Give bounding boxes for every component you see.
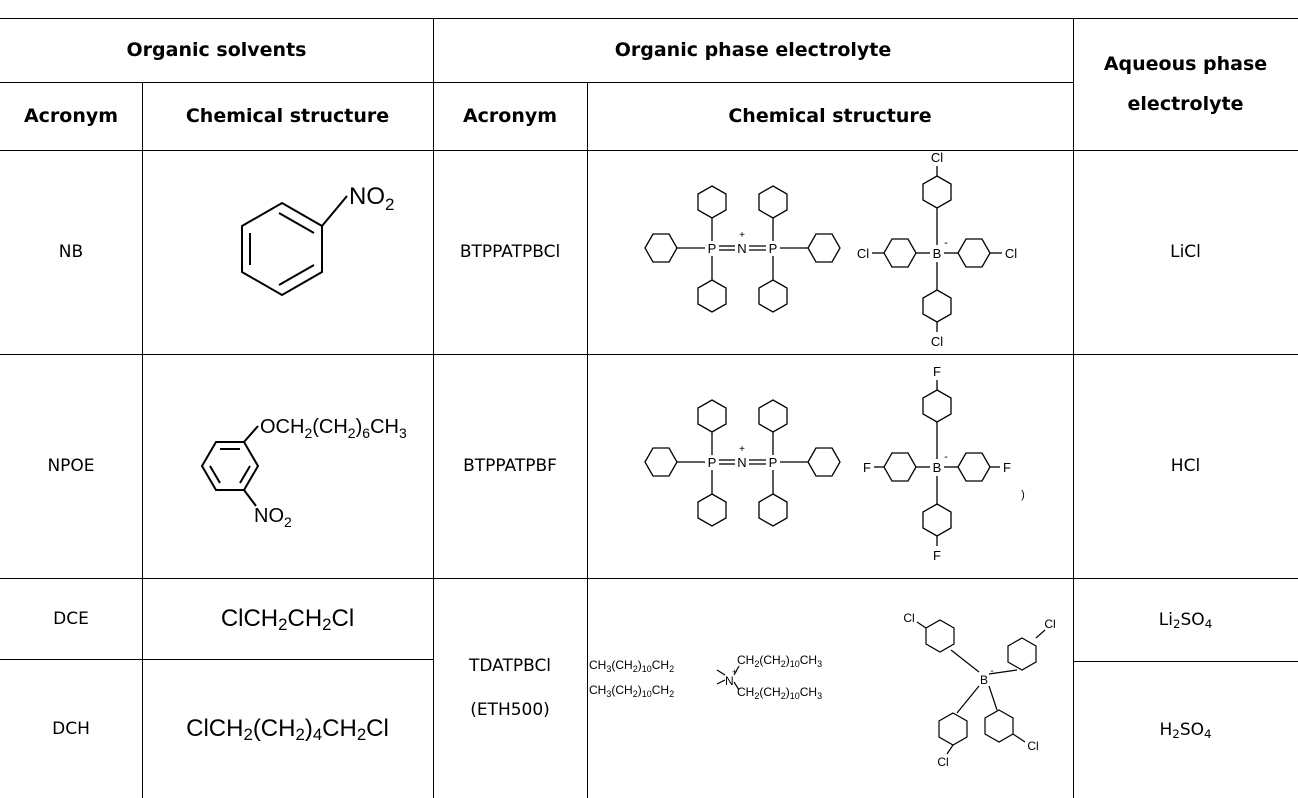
eth500-acronym-line1: TDATPBCl (468, 656, 552, 676)
ammonium-charge: + (732, 667, 737, 677)
table-rule (1073, 18, 1074, 798)
chlorine-label: Cl (1044, 617, 1055, 631)
header-acronym-solvent: Acronym (23, 105, 119, 127)
table-rule (433, 18, 434, 798)
eth500-structure: CH3(CH2)10CH2 CH3(CH2)10CH2 CH2(CH2)10CH… (589, 611, 1056, 769)
cell-acronym-dce: DCE (53, 608, 89, 629)
nitrobenzene-structure: NO2 (241, 183, 394, 297)
btppatpbcl-structure: P N P + B - Cl Cl Cl Cl (644, 150, 1017, 349)
header-organic-solvents: Organic solvents (126, 39, 307, 61)
nitrogen-label: N (737, 241, 746, 256)
phosphorus-label: P (708, 241, 717, 256)
cell-acronym-btppatpbf: BTPPATPBF (463, 456, 557, 476)
cell-acronym-npoe: NPOE (47, 456, 95, 476)
header-structure-electrolyte: Chemical structure (728, 105, 932, 127)
eth500-acronym-line2: (ETH500) (470, 700, 550, 720)
fluorine-label: F (863, 460, 871, 475)
phosphorus-label: P (708, 455, 717, 470)
alkyl-chain-label: CH2(CH2)10CH3 (737, 685, 822, 701)
table-rule (0, 18, 1298, 19)
cell-aqueous-h2so4: H2SO4 (1073, 661, 1298, 798)
octyloxy-group-label: OCH2(CH2)6CH3 (260, 416, 407, 441)
npoe-structure: OCH2(CH2)6CH3 NO2 (200, 416, 407, 530)
chlorine-label: Cl (931, 334, 943, 349)
alkyl-chain-label: CH2(CH2)10CH3 (737, 653, 822, 669)
chlorine-label: Cl (903, 611, 914, 625)
cell-structure-nb: NO2 (142, 150, 433, 354)
header-aqueous-line2: electrolyte (1127, 93, 1244, 115)
cell-structure-btppatpbcl: P N P + B - Cl Cl Cl Cl (587, 150, 1073, 354)
anion-charge: - (944, 237, 948, 249)
header-structure-solvent: Chemical structure (185, 105, 390, 127)
nitrogen-label: N (737, 455, 746, 470)
formula-h2so4: H2SO4 (1159, 719, 1212, 741)
table-rule (1073, 661, 1298, 662)
nitro-group-label: NO2 (254, 505, 292, 530)
boron-label: B (980, 673, 988, 687)
table-rule (587, 82, 588, 798)
alkyl-chain-label: CH3(CH2)10CH2 (589, 658, 674, 674)
alkyl-chain-label: CH3(CH2)10CH2 (589, 683, 674, 699)
chlorine-label: Cl (857, 246, 869, 261)
header-aqueous-phase-electrolyte: Aqueous phase electrolyte (1073, 18, 1298, 150)
formula-dch: ClCH2(CH2)4CH2Cl (186, 714, 389, 744)
header-aqueous-line1: Aqueous phase (1103, 53, 1268, 75)
boron-label: B (933, 460, 942, 475)
cell-acronym-btppatpbcl: BTPPATPBCl (459, 242, 561, 262)
cell-acronym-eth500: TDATPBCl (ETH500) (433, 578, 587, 798)
cation-charge: + (739, 230, 745, 241)
nitro-group-label: NO2 (349, 183, 394, 214)
cell-formula-dce: ClCH2CH2Cl (142, 578, 433, 659)
cell-structure-btppatpbf: P N P + B - F F F F ) (587, 354, 1073, 578)
table-rule (0, 150, 1298, 151)
table-rule (0, 82, 1073, 83)
fluorine-label: F (933, 364, 941, 379)
fluorine-label: F (933, 548, 941, 563)
btppatpbf-structure: P N P + B - F F F F ) (644, 364, 1025, 563)
chlorine-label: Cl (1027, 739, 1038, 753)
cell-acronym-dch: DCH (52, 718, 90, 739)
table-rule (0, 578, 1298, 579)
boron-label: B (933, 246, 942, 261)
cell-formula-dch: ClCH2(CH2)4CH2Cl (142, 659, 433, 798)
anion-charge: - (990, 666, 993, 677)
formula-li2so4: Li2SO4 (1158, 609, 1213, 631)
stray-mark: ) (1021, 489, 1025, 501)
cell-acronym-nb: NB (58, 242, 84, 262)
chlorine-label: Cl (931, 150, 943, 165)
formula-dce: ClCH2CH2Cl (220, 604, 355, 634)
chlorine-label: Cl (937, 755, 948, 769)
chlorine-label: Cl (1005, 246, 1017, 261)
fluorine-label: F (1003, 460, 1011, 475)
header-acronym-electrolyte: Acronym (462, 105, 558, 127)
cell-aqueous-hcl: HCl (1170, 456, 1201, 476)
header-organic-phase-electrolyte: Organic phase electrolyte (614, 39, 892, 61)
table-rule (0, 354, 1298, 355)
phosphorus-label: P (769, 241, 778, 256)
table-rule (0, 659, 433, 660)
table-rule (142, 82, 143, 798)
anion-charge: - (944, 451, 948, 463)
cell-structure-npoe: OCH2(CH2)6CH3 NO2 (142, 354, 433, 578)
ammonium-nitrogen-label: N (725, 674, 734, 688)
cell-aqueous-li2so4: Li2SO4 (1073, 578, 1298, 661)
cation-charge: + (739, 444, 745, 455)
phosphorus-label: P (769, 455, 778, 470)
cell-aqueous-licl: LiCl (1170, 242, 1201, 262)
cell-structure-eth500: CH3(CH2)10CH2 CH3(CH2)10CH2 CH2(CH2)10CH… (587, 578, 1073, 798)
